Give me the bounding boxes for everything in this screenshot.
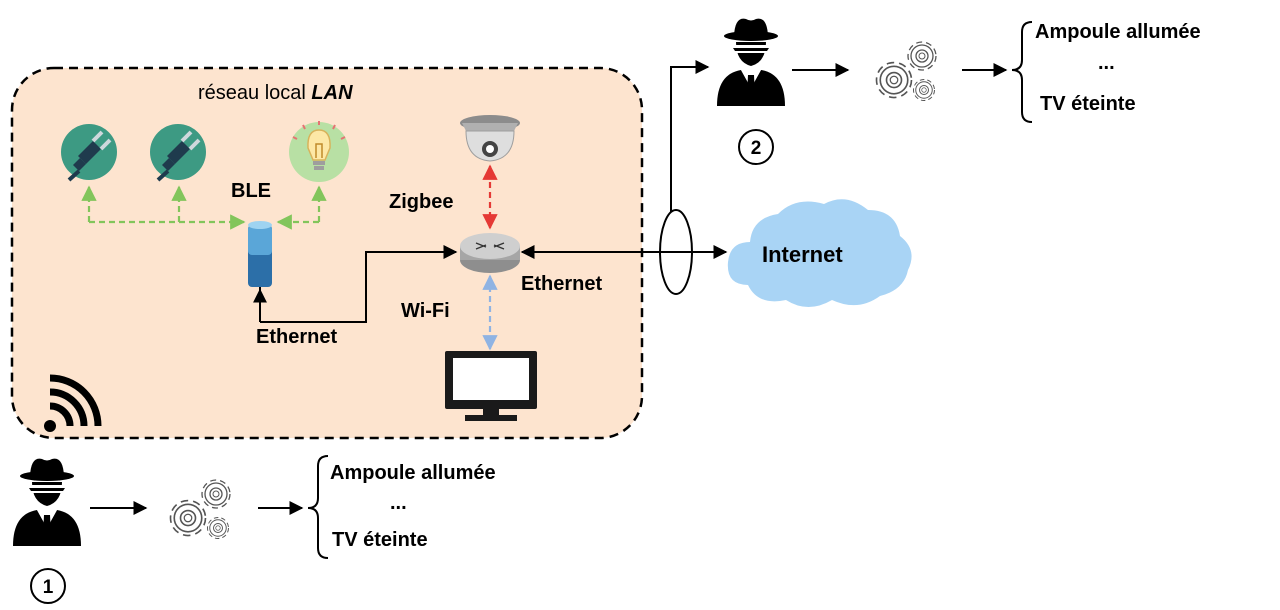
tap-link (670, 60, 710, 212)
wifi-label: Wi-Fi (401, 300, 450, 322)
internet-label: Internet (762, 242, 843, 267)
results-brace (1011, 21, 1033, 123)
tv-icon (445, 351, 537, 421)
result-last: TV éteinte (1040, 93, 1136, 115)
result-ellipsis: ... (1098, 52, 1115, 74)
spy-icon (717, 18, 785, 106)
attacker-number-badge (738, 129, 774, 165)
cloud-icon (727, 199, 912, 307)
gears-icon (171, 480, 231, 539)
wifi-icon (44, 374, 102, 432)
ble-links (81, 185, 327, 230)
gears-icon (877, 42, 937, 101)
zigbee-label: Zigbee (389, 191, 453, 213)
hub-speaker-icon (248, 221, 272, 287)
plug-icon (59, 122, 119, 182)
attacker-number: 2 (751, 138, 762, 159)
router-icon (460, 233, 520, 273)
light-bulb-icon (289, 121, 349, 182)
ethernet-wan-label: Ethernet (521, 273, 602, 295)
plug-icon (148, 122, 208, 182)
attacker-internal: 1 Ampoule allumée ... TV éteinte (13, 455, 496, 604)
attacker-number: 1 (43, 577, 54, 598)
attacker-external: 2 Ampoule allumée ... TV éteinte (717, 18, 1201, 165)
lan-title: réseau local LAN (198, 82, 353, 104)
camera-icon (460, 115, 520, 162)
ble-label: BLE (231, 180, 271, 202)
ethernet-hub-label: Ethernet (256, 326, 337, 348)
result-first: Ampoule allumée (330, 462, 496, 484)
spy-icon (13, 458, 81, 546)
results-brace (307, 455, 329, 559)
result-ellipsis: ... (390, 492, 407, 514)
result-last: TV éteinte (332, 529, 428, 551)
attacker-number-badge (30, 568, 66, 604)
result-first: Ampoule allumée (1035, 21, 1201, 43)
traffic-tap (659, 209, 693, 295)
